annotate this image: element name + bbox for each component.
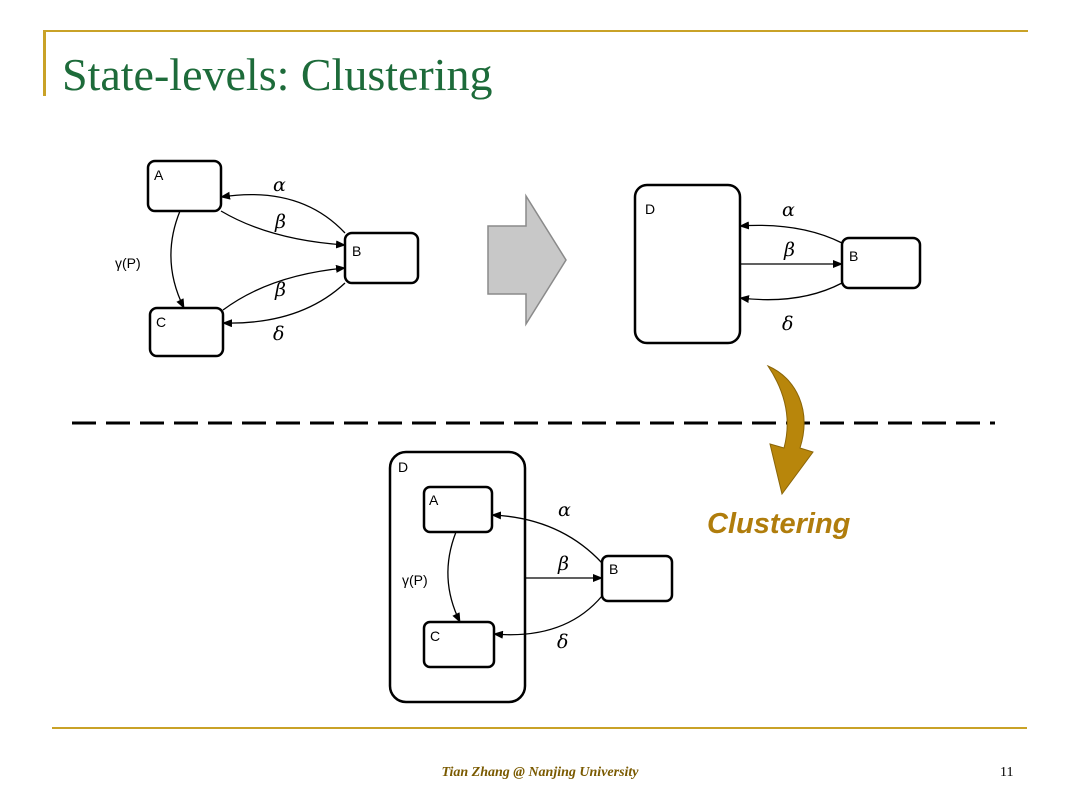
bottom-state-d-label: D bbox=[398, 459, 408, 475]
bottom-diagram: D A C B α β δ γ(P) bbox=[388, 450, 674, 704]
right-arrow-b-to-d-bottom bbox=[739, 282, 843, 304]
left-state-b-label: B bbox=[352, 243, 361, 259]
bottom-state-b-label: B bbox=[609, 561, 618, 577]
bottom-arrow-a-to-c bbox=[447, 531, 461, 623]
left-label-alpha: α bbox=[273, 174, 286, 196]
bottom-state-c-label: C bbox=[430, 628, 440, 644]
left-state-a-label: A bbox=[154, 167, 164, 183]
left-state-c-box bbox=[148, 306, 225, 358]
bottom-label-gamma-p: γ(P) bbox=[402, 572, 428, 588]
bottom-label-beta: β bbox=[557, 553, 569, 575]
footer-author: Tian Zhang @ Nanjing University bbox=[441, 765, 639, 780]
left-label-delta: δ bbox=[273, 323, 284, 345]
left-arrow-a-to-b bbox=[220, 210, 346, 249]
left-label-beta-top: β bbox=[274, 211, 286, 233]
page-number: 11 bbox=[1000, 765, 1014, 780]
right-label-delta: δ bbox=[782, 313, 793, 335]
right-label-alpha: α bbox=[782, 199, 795, 221]
slide-title: State-levels: Clustering bbox=[62, 49, 493, 100]
left-arrow-c-to-b bbox=[222, 264, 346, 311]
bottom-state-a-label: A bbox=[429, 492, 439, 508]
right-diagram: D B α β δ bbox=[633, 183, 922, 345]
bottom-label-delta: δ bbox=[557, 631, 568, 653]
left-arrow-a-to-c bbox=[170, 210, 185, 309]
left-arrow-b-to-a bbox=[220, 191, 346, 234]
left-arrow-b-to-c bbox=[222, 282, 346, 328]
left-state-a-box bbox=[146, 159, 223, 213]
left-label-beta-bottom: β bbox=[274, 279, 286, 301]
big-transform-arrow bbox=[487, 193, 567, 327]
title-accent-bar bbox=[43, 30, 46, 96]
right-state-d-label: D bbox=[645, 201, 655, 217]
footer-rule bbox=[52, 727, 1027, 729]
bottom-arrow-b-to-c bbox=[493, 595, 603, 639]
bottom-state-a-box bbox=[422, 485, 494, 534]
left-label-gamma-p: γ(P) bbox=[115, 255, 141, 271]
left-state-c-label: C bbox=[156, 314, 166, 330]
right-state-b-label: B bbox=[849, 248, 858, 264]
right-arrow-b-to-d-top bbox=[739, 221, 843, 244]
bottom-label-alpha: α bbox=[558, 499, 571, 521]
clustering-label: Clustering bbox=[707, 508, 851, 540]
left-state-b-box bbox=[343, 231, 420, 285]
clustering-curved-arrow bbox=[766, 364, 814, 496]
title-rule bbox=[43, 30, 1028, 32]
left-diagram: A B C α β β δ γ(P) bbox=[115, 159, 420, 358]
bottom-arrow-b-to-a bbox=[491, 511, 603, 564]
right-label-beta: β bbox=[783, 239, 795, 261]
